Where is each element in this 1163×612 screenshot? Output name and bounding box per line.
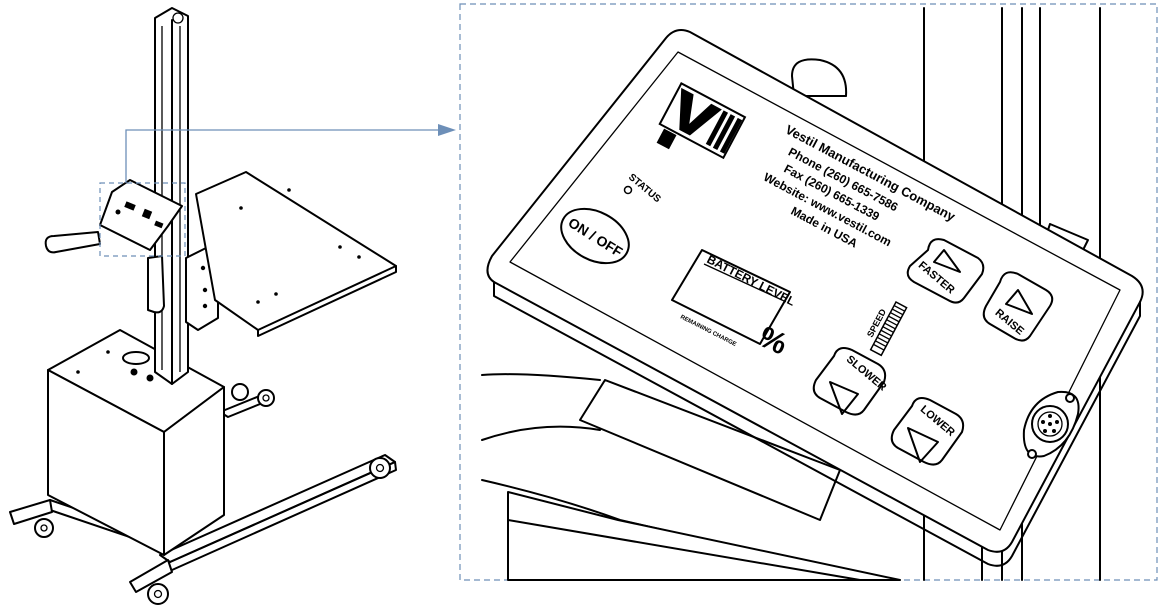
callout-leader-line <box>125 129 438 183</box>
detail-view: Vestil Manufacturing Company Phone (260)… <box>481 7 1144 581</box>
triangle-down-icon <box>829 381 859 415</box>
platform <box>195 171 397 337</box>
status-led-icon <box>623 185 633 195</box>
casters <box>34 383 391 605</box>
handles <box>44 231 165 314</box>
vestil-logo <box>656 82 747 160</box>
battery-box <box>47 329 225 556</box>
speed-bar-segments <box>869 300 908 357</box>
lift-cart-drawing <box>9 7 397 605</box>
connector-socket-icon <box>1022 390 1080 459</box>
triangle-up-icon <box>933 249 961 273</box>
triangle-down-icon <box>907 427 939 463</box>
panel-face <box>509 51 1121 531</box>
triangle-up-icon <box>1005 289 1033 315</box>
callout-arrow-icon <box>438 124 456 136</box>
detail-source-box <box>99 182 186 257</box>
on-off-button[interactable]: ON / OFF <box>552 198 638 274</box>
